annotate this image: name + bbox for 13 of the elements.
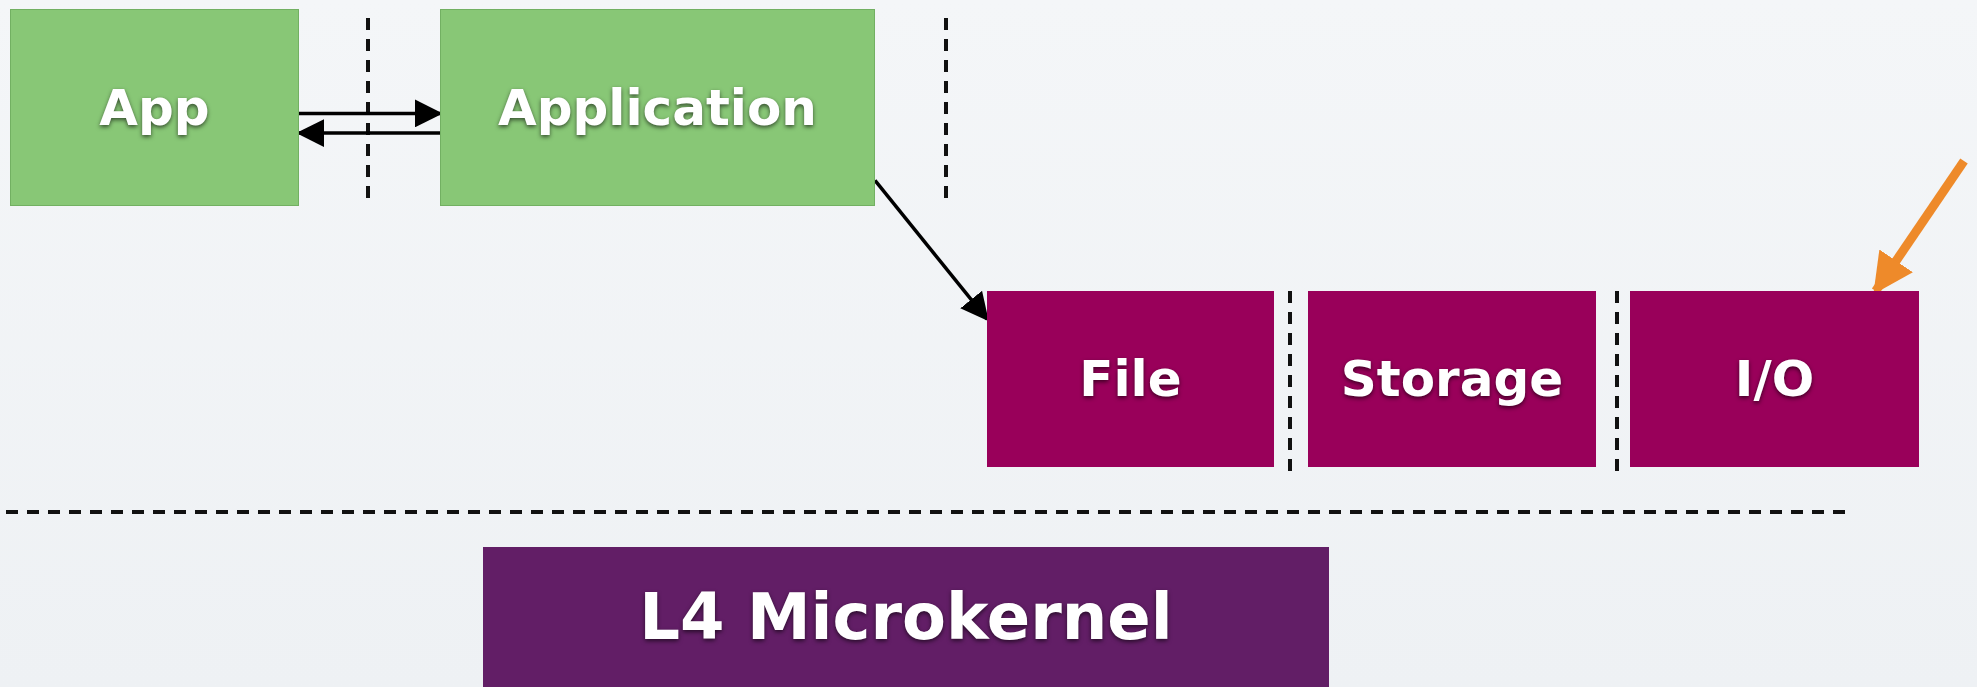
application-box [10, 9, 299, 206]
box-label: I/O [1734, 350, 1815, 408]
application-box [440, 9, 875, 206]
box-label: L4 Microkernel [639, 580, 1173, 654]
kernel-box [483, 547, 1329, 687]
box-label: Application [498, 78, 817, 137]
server-box [1308, 291, 1596, 467]
box-label: Storage [1340, 350, 1564, 408]
arrow [873, 179, 989, 322]
server-box [1630, 291, 1919, 467]
box-label: App [99, 78, 210, 137]
server-box [987, 291, 1274, 467]
box-label: File [1079, 350, 1182, 408]
